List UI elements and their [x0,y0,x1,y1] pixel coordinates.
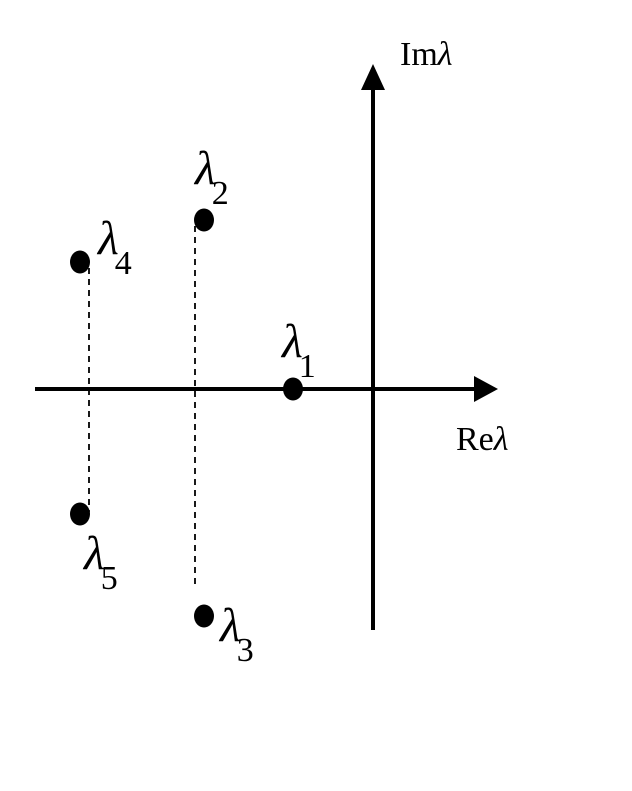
real-axis-label: Reλ [456,421,509,458]
eigenvalue-point-1 [283,377,303,401]
eigenvalue-point-5 [70,502,90,526]
eigenvalue-label-3: λ3 [218,599,254,669]
eigenvalue-point-2 [194,208,214,232]
eigenvalue-label-5: λ5 [82,527,118,597]
eigenvalue-point-4 [70,250,90,274]
imaginary-axis-label: Imλ [400,36,453,73]
imaginary-axis-arrowhead [361,64,385,90]
eigenvalue-point-3 [194,604,214,628]
eigenvalue-label-2: λ2 [193,142,229,212]
eigenvalue-label-1: λ1 [280,315,316,385]
real-axis-arrowhead [474,376,498,402]
eigenvalue-label-4: λ4 [96,212,132,282]
